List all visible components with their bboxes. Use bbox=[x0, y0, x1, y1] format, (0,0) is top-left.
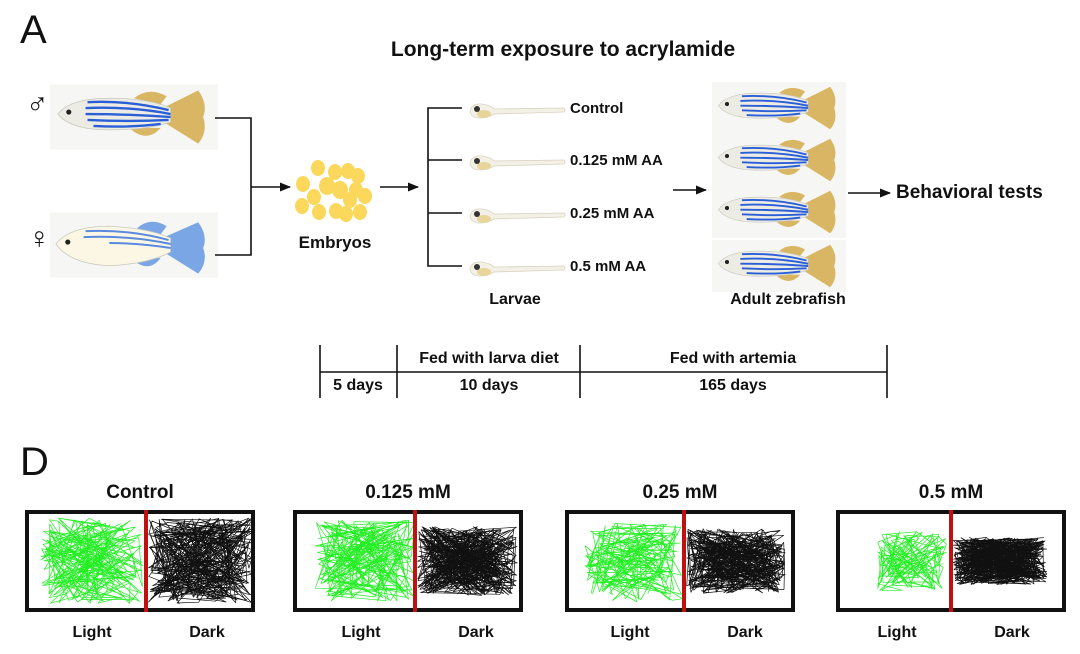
trajectory-plot bbox=[40, 510, 254, 612]
larvae-label: Larvae bbox=[489, 291, 541, 308]
dark-zone-trajectory bbox=[952, 537, 1047, 585]
light-zone-trajectory bbox=[877, 531, 942, 592]
dark-zone-label: Dark bbox=[458, 624, 494, 641]
light-zone-trajectory bbox=[584, 523, 683, 601]
trajectory-plot bbox=[584, 510, 786, 612]
adult-fish-image bbox=[711, 186, 847, 238]
dark-zone-label: Dark bbox=[994, 624, 1030, 641]
dark-zone-label: Dark bbox=[727, 624, 763, 641]
light-zone-trajectory bbox=[585, 523, 682, 601]
larvae-group-label: 0.125 mM AA bbox=[570, 152, 663, 169]
timeline-phase: Fed with larva diet bbox=[419, 350, 559, 367]
dark-zone-trajectory bbox=[418, 526, 516, 595]
light-zone-label: Light bbox=[72, 624, 112, 641]
male-symbol-icon: ♂ bbox=[26, 88, 49, 121]
light-zone-label: Light bbox=[877, 624, 917, 641]
larva-image-025 bbox=[469, 208, 566, 224]
larvae-group-label: 0.5 mM AA bbox=[570, 258, 647, 275]
light-zone-label: Light bbox=[610, 624, 650, 641]
arena-title: 0.125 mM bbox=[365, 482, 451, 503]
timeline-phase: Fed with artemia bbox=[669, 350, 797, 367]
larvae-bracket bbox=[427, 107, 462, 267]
arena-box bbox=[25, 510, 255, 612]
panel-letter-a: A bbox=[20, 8, 47, 52]
light-zone-trajectory bbox=[584, 523, 682, 603]
timeline-duration: 10 days bbox=[459, 377, 519, 394]
arena-title: 0.25 mM bbox=[642, 482, 718, 503]
dark-zone-trajectory bbox=[686, 528, 786, 594]
arena-box bbox=[836, 510, 1066, 612]
larva-image-control bbox=[469, 103, 566, 119]
figure-title: Long-term exposure to acrylamide bbox=[390, 38, 736, 61]
parent-connector bbox=[215, 117, 252, 256]
trajectory-plot bbox=[877, 510, 1048, 612]
timeline-duration: 165 days bbox=[699, 377, 767, 394]
behavioral-tests-label: Behavioral tests bbox=[896, 182, 1043, 203]
adult-fish-image bbox=[711, 82, 847, 134]
female-zebrafish-image bbox=[50, 212, 218, 278]
adult-fish-image bbox=[711, 240, 847, 292]
larva-image-0125 bbox=[469, 155, 566, 171]
arena-box bbox=[293, 510, 523, 612]
dark-zone-trajectory bbox=[148, 517, 253, 603]
panel-letter-d: D bbox=[20, 440, 49, 484]
arena-title: 0.5 mM bbox=[918, 482, 984, 503]
light-zone-trajectory bbox=[40, 517, 143, 604]
larvae-group-label: 0.25 mM AA bbox=[570, 205, 655, 222]
light-zone-trajectory bbox=[878, 533, 947, 589]
light-zone-trajectory bbox=[320, 521, 415, 602]
female-symbol-icon: ♀ bbox=[28, 222, 51, 255]
light-zone-trajectory bbox=[40, 517, 143, 603]
adult-fish-image bbox=[711, 134, 847, 186]
trajectory-plot bbox=[314, 510, 518, 612]
embryos-image bbox=[295, 160, 372, 222]
light-zone-trajectory bbox=[314, 519, 416, 602]
dark-zone-label: Dark bbox=[189, 624, 225, 641]
arena-title: Control bbox=[106, 482, 174, 503]
dark-zone-trajectory bbox=[417, 526, 517, 596]
larvae-group-label: Control bbox=[570, 100, 624, 117]
timeline-duration: 5 days bbox=[333, 377, 383, 394]
embryos-label: Embryos bbox=[298, 233, 372, 252]
adult-zebrafish-label: Adult zebrafish bbox=[730, 291, 846, 308]
male-zebrafish-image bbox=[50, 84, 218, 150]
arena-box bbox=[565, 510, 795, 612]
light-zone-trajectory bbox=[877, 533, 947, 591]
light-zone-label: Light bbox=[341, 624, 381, 641]
timeline-lines bbox=[319, 345, 888, 398]
larva-image-05 bbox=[469, 261, 566, 277]
